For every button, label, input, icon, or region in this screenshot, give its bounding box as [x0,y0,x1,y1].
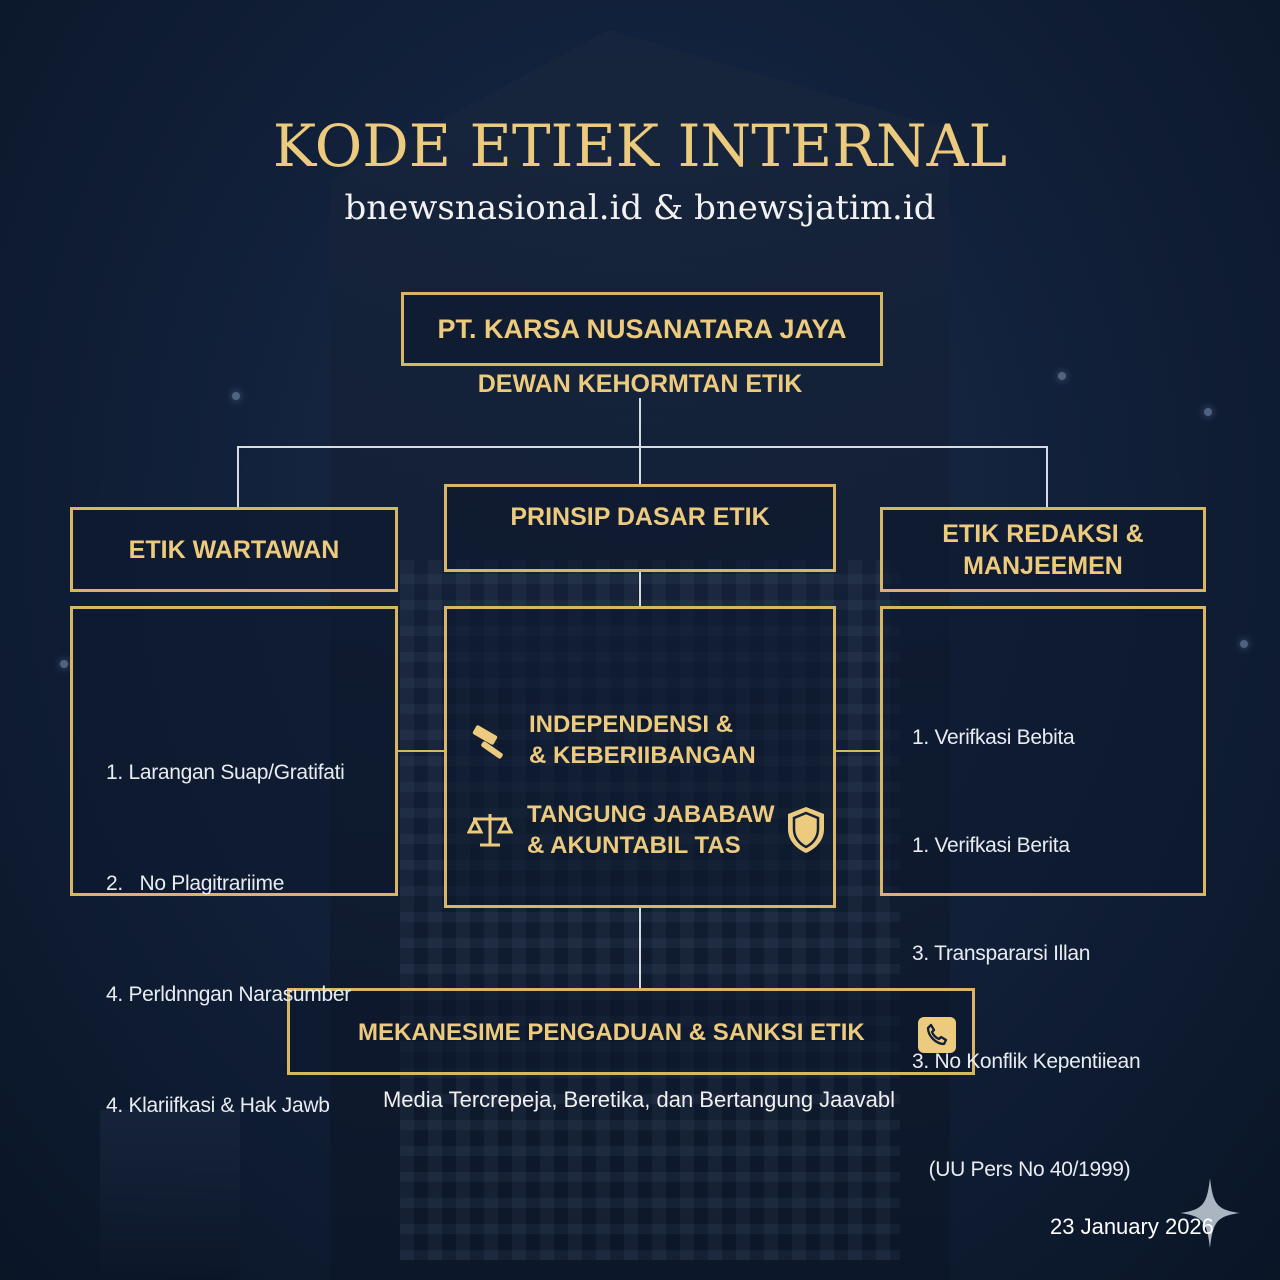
principle-line: INDEPENDENSI & [529,711,734,738]
network-dot [232,392,240,400]
company-box: PT. KARSA NUSANATARA JAYA [401,292,883,366]
connector [237,446,1048,448]
principle-line: TANGUNG JABABAW [527,801,775,828]
date-label: 23 January 2026 [1050,1214,1214,1239]
connector [639,908,641,988]
etik-wartawan-box [70,606,398,896]
principle-line: & AKUNTABIL TAS [527,832,741,859]
list-item: 3. No Konflik Kepentiiean [912,1050,1141,1073]
etik-redaksi-list: 1. Verifkasi Bebita 1. Verifkasi Berita … [912,648,1141,1224]
etik-redaksi-title: ETIK REDAKSI & MANJEEMEN [942,519,1144,580]
connector [639,398,641,484]
scales-icon [467,814,513,847]
building-silhouette-small [100,1110,240,1280]
network-dot [1058,372,1066,380]
list-item: 1. Verifkasi Berita [912,834,1070,857]
principle-item: TANGUNG JABABAW & AKUNTABIL TAS [467,799,775,861]
gavel-icon [472,725,503,759]
list-item: (UU Pers No 40/1999) [912,1158,1131,1181]
etik-wartawan-title: ETIK WARTAWAN [128,535,340,564]
connector [1046,446,1048,507]
principle-line: & KEBERIIBANGAN [529,742,756,769]
list-item: 4. Klariifkasi & Hak Jawb [106,1094,330,1117]
tagline: Media Tercrepeja, Beretika, dan Bertangu… [382,1087,896,1112]
company-name: PT. KARSA NUSANATARA JAYA [437,314,847,344]
etik-wartawan-list: 1. Larangan Suap/Gratifati 2. No Plagitr… [106,680,351,1161]
etik-wartawan-header: ETIK WARTAWAN [70,507,398,592]
complaint-box: MEKANESIME PENGADUAN & SANKSI ETIK [287,988,975,1075]
etik-redaksi-box [880,606,1206,896]
prinsip-dasar-header: PRINSIP DASAR ETIK [444,484,836,572]
council-label: DEWAN KEHORMTAN ETIK [477,370,803,398]
page-title: KODE ETIEK INTERNAL [272,112,1008,180]
prinsip-dasar-title: PRINSIP DASAR ETIK [510,503,770,531]
prinsip-dasar-box: INDEPENDENSI & & KEBERIIBANGAN TANGUNG JA… [444,606,836,908]
list-item: 4. Perldnngan Narasumber [106,983,351,1006]
phone-icon [918,1017,956,1053]
list-item: 2. No Plagitrariime [106,872,285,895]
connector [639,572,641,606]
list-item: 1. Verifkasi Bebita [912,726,1075,749]
network-dot [60,660,68,668]
network-dot [1240,640,1248,648]
sparkle-icon [1180,1178,1240,1248]
page-subtitle: bnewsnasional.id & bnewsjatim.id [344,188,936,228]
shield-icon [788,807,824,853]
network-dot [1204,408,1212,416]
connector [237,446,239,507]
complaint-title: MEKANESIME PENGADUAN & SANKSI ETIK [358,1019,865,1046]
principle-item: INDEPENDENSI & & KEBERIIBANGAN [469,709,756,771]
etik-redaksi-header: ETIK REDAKSI & MANJEEMEN [880,507,1206,592]
connector [836,750,880,752]
connector [398,750,444,752]
list-item: 3. Transpararsi Illan [912,942,1091,965]
list-item: 1. Larangan Suap/Gratifati [106,761,345,784]
